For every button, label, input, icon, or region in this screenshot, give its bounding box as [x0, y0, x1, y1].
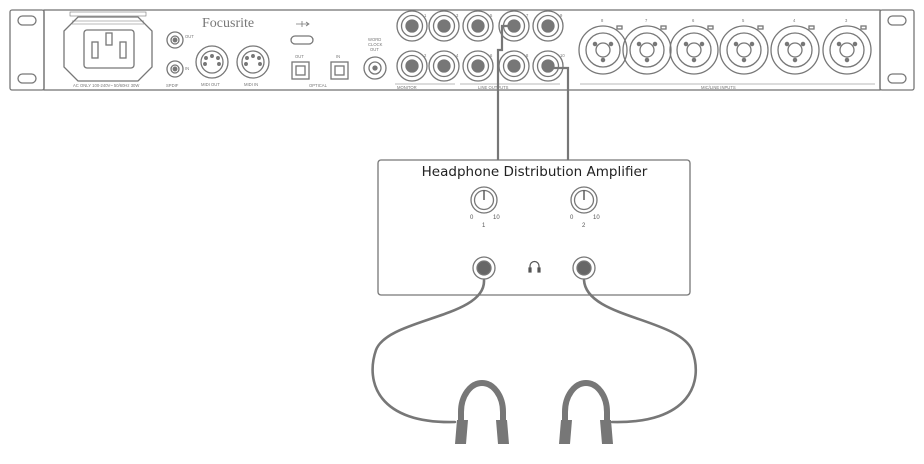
combo-input-6: 6 [669, 18, 719, 75]
spdif-in-label: IN [185, 66, 189, 71]
rack-ear-left-slot-top [17, 15, 37, 26]
jack-output-3: 3 [428, 10, 460, 42]
rack-ear-right [879, 9, 915, 91]
xlr-number-label: 5 [742, 18, 745, 23]
volume-knob-1 [470, 186, 498, 214]
monitor-label: MONITOR [397, 85, 417, 90]
amplifier-title: Headphone Distribution Amplifier [422, 164, 648, 180]
jack-number-label: 3 [456, 13, 459, 18]
jack-output-2: 2 [396, 50, 428, 82]
jack-output-9: 9 [532, 10, 564, 42]
jack-output-4: 4 [428, 50, 460, 82]
knob-2-min: 0 [570, 215, 574, 221]
optical-label: OPTICAL [309, 83, 328, 88]
xlr-number-label: 4 [793, 18, 796, 23]
combo-input-8: 8 [578, 18, 628, 75]
spdif-out-jack [166, 31, 184, 49]
word-clock-label-2: CLOCK [368, 42, 383, 47]
jack-number-label: 2 [424, 53, 427, 58]
optical-out-port [291, 61, 310, 80]
knob-1-max: 10 [493, 215, 500, 221]
midi-out-label: MIDI OUT [201, 82, 220, 87]
headphone-cables [371, 278, 697, 424]
xlr-number-label: 3 [845, 18, 848, 23]
combo-input-5: 5 [719, 18, 769, 75]
cable-headphone-1 [371, 278, 486, 424]
jack-number-label: 4 [456, 53, 459, 58]
combo-input-4: 4 [770, 18, 820, 75]
jack-number-label: 7 [526, 13, 529, 18]
jack-number-label: 10 [560, 53, 565, 58]
xlr-number-label: 6 [692, 18, 695, 23]
rack-ear-left [9, 9, 45, 91]
jack-output-5: 5 [462, 10, 494, 42]
combo-input-7: 7 [622, 18, 672, 75]
rack-ear-right-slot-top [887, 15, 907, 26]
ear-cup-2-right [600, 420, 613, 444]
chassis [43, 9, 881, 91]
spdif-out-label: OUT [185, 34, 194, 39]
ear-cup-1-left [455, 420, 468, 444]
optical-out-label: OUT [295, 54, 304, 59]
jack-output-10: 10 [532, 50, 565, 82]
rack-ear-left-slot-bottom [17, 73, 37, 84]
xlr-number-label: 7 [645, 18, 648, 23]
headphone-amplifier [377, 159, 691, 296]
mic-line-inputs-label: MIC/LINE INPUTS [701, 85, 736, 90]
ear-cup-2-left [559, 420, 572, 444]
knob-1-min: 0 [470, 215, 474, 221]
ear-cup-1-right [496, 420, 509, 444]
optical-in-port [330, 61, 349, 80]
spdif-in-jack [166, 60, 184, 78]
jack-output-1: 1 [396, 10, 428, 42]
knob-2-channel: 2 [582, 223, 586, 229]
audio-interface-rear-panel: 1 2 3 4 5 6 7 8 9 10 8 7 6 5 4 3 [9, 9, 915, 91]
brand-logo: Focusrite [202, 16, 254, 31]
xlr-number-label: 8 [601, 18, 604, 23]
knob-1-channel: 1 [482, 223, 486, 229]
jack-number-label: 8 [526, 53, 529, 58]
word-clock-label-3: OUT [370, 47, 379, 52]
headphones-1 [455, 380, 509, 444]
midi-in-label: MIDI IN [244, 82, 258, 87]
jack-number-label: 6 [490, 53, 493, 58]
cable-headphone-2 [582, 278, 697, 424]
knob-2-max: 10 [593, 215, 600, 221]
jack-output-6: 6 [462, 50, 494, 82]
midi-in-port [236, 45, 270, 79]
spdif-label: SPDIF [166, 83, 179, 88]
headphone-output-1 [472, 256, 496, 280]
cable-output-9 [496, 24, 518, 160]
jack-number-label: 5 [490, 13, 493, 18]
amplifier-body [377, 159, 691, 296]
headband-2 [562, 380, 610, 420]
jack-output-8: 8 [498, 50, 530, 82]
optical-in-label: IN [336, 54, 340, 59]
word-clock-label-1: WORD [368, 37, 381, 42]
rack-ear-right-slot-bottom [887, 73, 907, 84]
power-label: AC ONLY 100-240V~ 50/60Hz 30W [73, 83, 139, 88]
jack-number-label: 1 [424, 13, 427, 18]
usb-port [290, 21, 314, 45]
line-output-jacks: 1 2 3 4 5 6 7 8 9 10 [396, 10, 565, 82]
mic-line-combo-inputs: 8 7 6 5 4 3 [578, 18, 872, 75]
headphones-2 [559, 380, 613, 444]
headphone-output-2 [572, 256, 596, 280]
headphone-icon [528, 260, 541, 273]
midi-out-port [195, 45, 229, 79]
power-inlet [63, 11, 153, 82]
combo-input-3: 3 [822, 18, 872, 75]
volume-knob-2 [570, 186, 598, 214]
word-clock-out-bnc [363, 56, 387, 80]
input-cables [496, 24, 570, 160]
jack-number-label: 9 [560, 13, 563, 18]
line-outputs-label: LINE OUTPUTS [478, 85, 509, 90]
cable-output-10 [548, 66, 570, 160]
headband-1 [458, 380, 506, 420]
